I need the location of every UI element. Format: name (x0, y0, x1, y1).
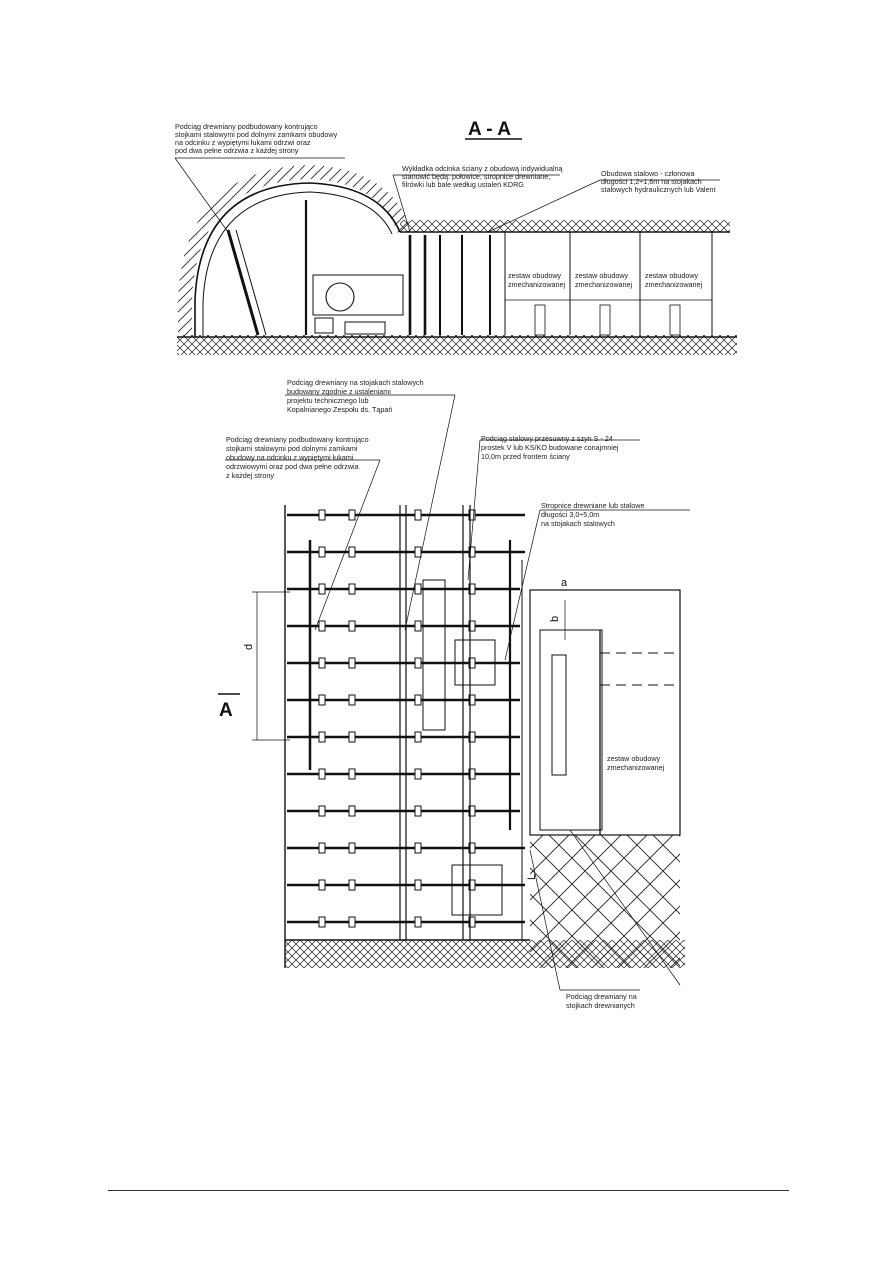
prop-clamp (318, 879, 326, 891)
plan-label-left: Podciąg drewniany podbudowany kontrująco… (226, 435, 371, 480)
prop-clamp (318, 583, 326, 595)
prop-clamp (414, 583, 422, 595)
prop-clamp (468, 620, 476, 632)
footer-rule (108, 1190, 789, 1191)
prop-clamp (318, 657, 326, 669)
arch-outer (194, 182, 401, 337)
prop-clamp (414, 620, 422, 632)
prop-clamp (414, 509, 422, 521)
prop-clamp (414, 546, 422, 558)
section-title: A - A (468, 119, 511, 140)
prop-clamp (414, 842, 422, 854)
shield-label-2: zestaw obudowy zmechanizowanej (575, 271, 633, 289)
dim-a: a (561, 577, 568, 589)
prop-clamp (318, 546, 326, 558)
top-label-right: Obudowa stalowo - członowa długości 1,2÷… (601, 169, 716, 194)
prop-clamp (414, 694, 422, 706)
prop-clamp (318, 694, 326, 706)
goaf-area (530, 835, 680, 968)
prop-clamp (468, 879, 476, 891)
shield-label-3: zestaw obudowy zmechanizowanej (645, 271, 703, 289)
dim-l: L (526, 874, 538, 880)
arch-inner (202, 191, 393, 337)
prop-clamp (414, 805, 422, 817)
prop-clamp (318, 731, 326, 743)
prop-clamp (414, 768, 422, 780)
rock-arch (178, 164, 412, 337)
prop-clamp (348, 694, 356, 706)
prop-clamp (468, 657, 476, 669)
plan-label-roof: Stropnice drewniane lub stalowe długości… (541, 501, 646, 528)
prop-clamp (348, 657, 356, 669)
prop-clamp (468, 916, 476, 928)
dim-d: d (243, 644, 255, 650)
plan-label-steel: Podciąg stalowy przesuwny z szyn S - 24 … (481, 434, 620, 461)
prop-clamp (318, 842, 326, 854)
prop-clamp (348, 768, 356, 780)
floor-hatch (177, 335, 737, 355)
prop-clamp (348, 842, 356, 854)
dim-b: b (549, 616, 561, 622)
plan-label-bottom: Podciąg drewniany na stojkach drewnianyc… (566, 992, 639, 1010)
prop-clamp (318, 509, 326, 521)
prop-clamp (348, 879, 356, 891)
plan-view: a b d L A Podciąg drewniany na stojakach… (218, 378, 690, 1010)
prop-clamp (318, 805, 326, 817)
prop-clamp (414, 916, 422, 928)
prop-clamp (348, 546, 356, 558)
plan-label-top: Podciąg drewniany na stojakach stalowych… (287, 378, 426, 414)
section-view-a-a: A - A Podciąg drewniany podbudowany kont… (174, 119, 737, 355)
prop-clamp (414, 879, 422, 891)
prop-clamp (414, 731, 422, 743)
prop-clamp (468, 694, 476, 706)
section-mark: A (219, 700, 233, 721)
prop-clamp (348, 509, 356, 521)
top-label-center: Wykładka odcinka ściany z obudową indywi… (402, 164, 565, 189)
shield-label-1: zestaw obudowy zmechanizowanej (508, 271, 566, 289)
prop-clamp (468, 842, 476, 854)
prop-clamp (468, 768, 476, 780)
prop-clamp (348, 731, 356, 743)
prop-clamp (468, 805, 476, 817)
prop-clamp (318, 916, 326, 928)
prop-clamp (468, 546, 476, 558)
prop-clamp (318, 620, 326, 632)
prop-clamp (348, 583, 356, 595)
prop-clamp (318, 768, 326, 780)
top-label-left: Podciąg drewniany podbudowany kontrująco… (175, 122, 339, 155)
roof-hatch (400, 220, 730, 232)
prop-clamp (348, 805, 356, 817)
plan-shield-label: zestaw obudowy zmechanizowanej (607, 754, 665, 772)
prop-clamp (468, 583, 476, 595)
prop-clamp (348, 916, 356, 928)
prop-clamp (348, 620, 356, 632)
prop-clamp (468, 509, 476, 521)
prop-clamp (414, 657, 422, 669)
prop-clamp (468, 731, 476, 743)
